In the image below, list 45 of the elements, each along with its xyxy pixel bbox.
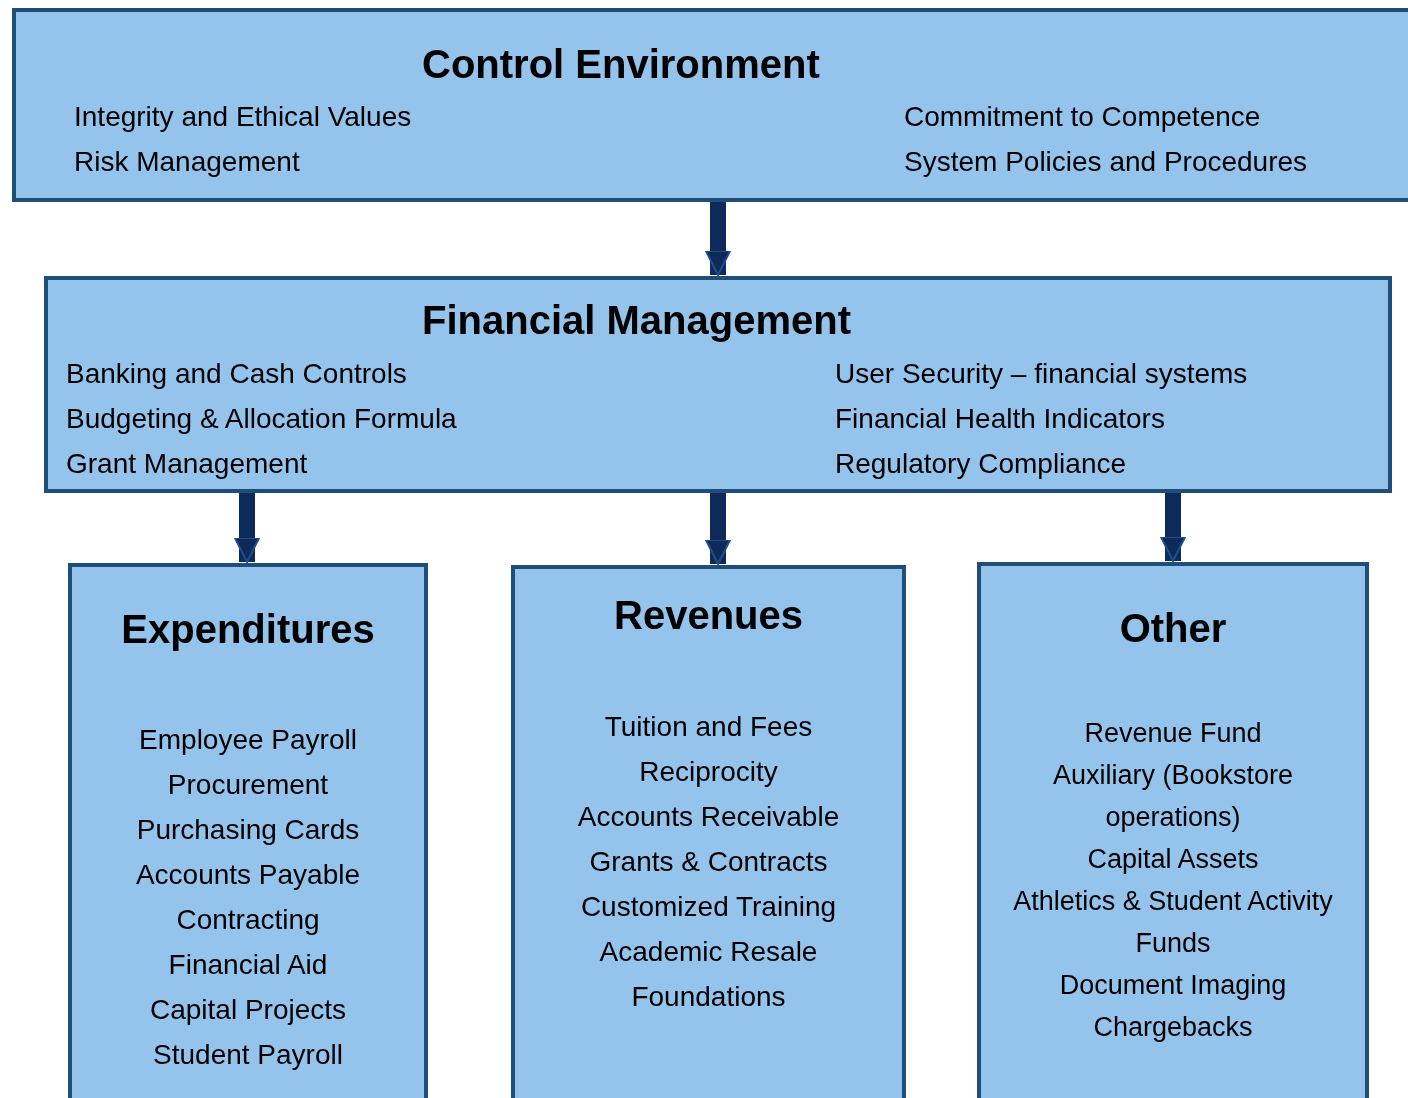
item-text: Commitment to Competence [904, 100, 1261, 134]
item-text: Grants & Contracts [589, 845, 828, 879]
item-text: Banking and Cash Controls [66, 357, 407, 391]
arrow [234, 493, 260, 563]
item-text: Academic Resale [599, 935, 818, 969]
category-box [977, 562, 1369, 1098]
category-box [511, 565, 906, 1098]
item-text: Auxiliary (Bookstore operations) [1051, 759, 1295, 834]
item-text: Employee Payroll [139, 723, 357, 757]
item-text: Athletics & Student Activity Funds [1013, 885, 1333, 960]
box-heading: Financial Management [422, 297, 851, 344]
arrow [1160, 493, 1186, 562]
item-text: Document Imaging [1059, 969, 1287, 1002]
category-box [68, 563, 428, 1098]
item-text: Procurement [167, 768, 329, 802]
item-text: Purchasing Cards [136, 813, 360, 847]
item-text: Reciprocity [639, 755, 778, 789]
item-text: Accounts Receivable [577, 800, 840, 834]
item-text: Customized Training [580, 890, 837, 924]
item-text: Integrity and Ethical Values [74, 100, 412, 134]
item-text: User Security – financial systems [835, 357, 1248, 391]
item-text: Budgeting & Allocation Formula [66, 402, 457, 436]
category-box [44, 276, 1392, 493]
item-text: Risk Management [74, 145, 300, 179]
arrow [705, 493, 731, 565]
item-text: Regulatory Compliance [835, 447, 1127, 481]
item-text: Student Payroll [153, 1038, 343, 1072]
item-text: Foundations [631, 980, 786, 1014]
item-text: Revenue Fund [1084, 717, 1262, 750]
box-heading: Control Environment [422, 41, 820, 88]
item-text: Capital Projects [149, 993, 347, 1027]
box-heading: Expenditures [120, 606, 376, 653]
category-box [12, 8, 1408, 202]
item-text: Financial Aid [168, 948, 328, 982]
box-heading: Revenues [613, 592, 804, 639]
item-text: Chargebacks [1093, 1011, 1253, 1044]
item-text: Capital Assets [1087, 843, 1259, 876]
item-text: Accounts Payable [135, 858, 361, 892]
item-text: Grant Management [66, 447, 308, 481]
item-text: Tuition and Fees [604, 710, 813, 744]
box-heading: Other [1118, 605, 1228, 652]
item-text: Contracting [176, 903, 320, 937]
item-text: System Policies and Procedures [904, 145, 1308, 179]
item-text: Financial Health Indicators [835, 402, 1165, 436]
arrow [705, 202, 731, 276]
